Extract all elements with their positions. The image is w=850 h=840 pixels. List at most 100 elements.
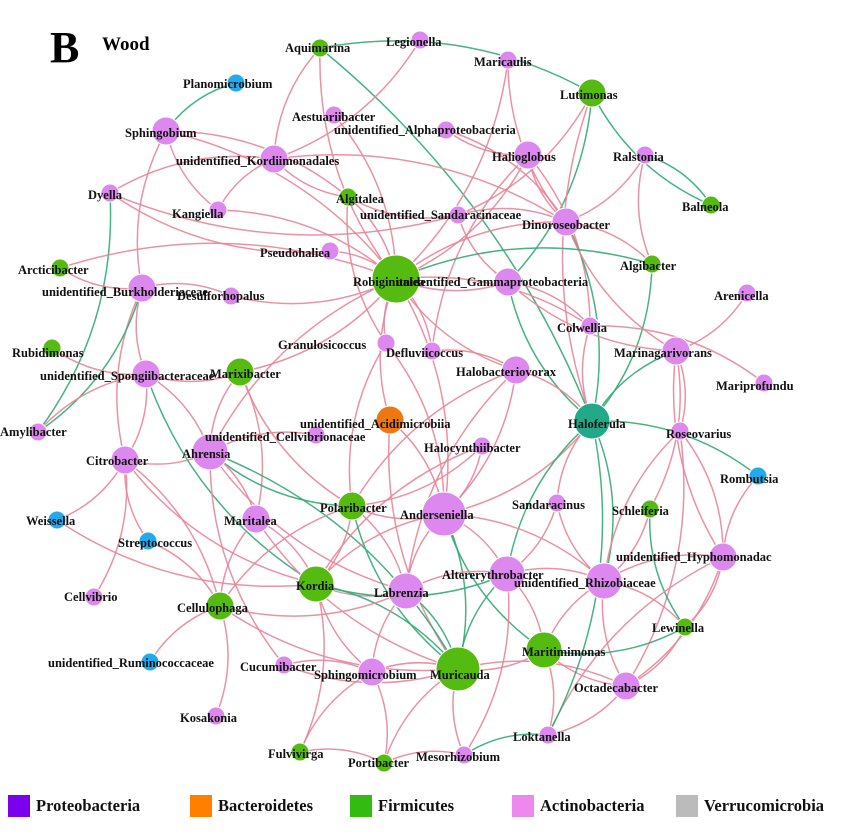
node-marixibacter[interactable]: [225, 357, 255, 387]
node-planomicrobium[interactable]: [226, 73, 246, 93]
node-lewinella[interactable]: [675, 617, 695, 637]
node-label-desulforhopalus: Desulforhopalus: [177, 289, 265, 303]
legend-item-firmicutes: Firmicutes: [350, 792, 454, 820]
edge-halocynthiibacter-polaribacter: [351, 445, 483, 507]
node-anderseniella[interactable]: [421, 491, 467, 537]
node-unid-sandaracinaceae[interactable]: [448, 205, 468, 225]
node-polaribacter[interactable]: [337, 491, 367, 521]
node-unid-hyphomonadac[interactable]: [708, 542, 738, 572]
node-lutimonas[interactable]: [577, 78, 607, 108]
node-label-maritalea: Maritalea: [224, 514, 278, 528]
node-robiginitalea[interactable]: [371, 254, 421, 304]
node-defluviicoccus[interactable]: [422, 341, 442, 361]
node-unid-gammaproteobacteria[interactable]: [493, 267, 523, 297]
edge-unid-alphaproteobacteria-dinoroseobacter: [445, 129, 567, 223]
edge-halioglobus-defluviicoccus: [431, 154, 529, 352]
node-colwellia[interactable]: [580, 316, 600, 336]
node-kordia[interactable]: [297, 565, 335, 603]
node-label-kordia: Kordia: [296, 579, 335, 593]
node-cucumibacter[interactable]: [274, 655, 294, 675]
node-muricauda[interactable]: [435, 646, 481, 692]
node-streptococcus[interactable]: [138, 531, 158, 551]
node-granulosicoccus[interactable]: [376, 333, 396, 353]
node-kosakonia[interactable]: [206, 706, 226, 726]
edge-marixibacter-polaribacter: [239, 371, 353, 507]
node-citrobacter[interactable]: [110, 445, 140, 475]
node-arenicella[interactable]: [737, 283, 757, 303]
node-pseudohaliea[interactable]: [320, 241, 340, 261]
node-maritalea[interactable]: [241, 504, 271, 534]
node-unid-rhizobiaceae[interactable]: [585, 562, 623, 600]
node-sphingobium[interactable]: [151, 116, 181, 146]
edge-citrobacter-cellvibrio: [93, 459, 128, 598]
node-mesorhizobium[interactable]: [454, 745, 474, 765]
node-halobacteriovorax[interactable]: [501, 355, 531, 385]
edge-schleiferia-lewinella: [648, 508, 686, 628]
node-fulvivirga[interactable]: [290, 742, 310, 762]
node-sphingomicrobium[interactable]: [357, 657, 387, 687]
node-label-planomicrobium: Planomicrobium: [183, 77, 273, 91]
node-algitalea[interactable]: [338, 187, 358, 207]
node-algibacter[interactable]: [642, 254, 662, 274]
node-ahrensia[interactable]: [191, 433, 229, 471]
node-labrenzia[interactable]: [387, 572, 425, 610]
node-cellulophaga[interactable]: [205, 591, 235, 621]
node-haloferula[interactable]: [573, 402, 611, 440]
node-label-halobacteriovorax: Halobacteriovorax: [456, 365, 557, 379]
edge-sphingomicrobium-fulvivirga: [299, 671, 373, 753]
node-roseovarius[interactable]: [670, 421, 690, 441]
node-cellvibrio[interactable]: [84, 587, 104, 607]
node-kangiella[interactable]: [208, 200, 228, 220]
node-unid-kordiimonadales[interactable]: [259, 144, 289, 174]
edge-marixibacter-maritalea: [239, 371, 264, 520]
node-balneola[interactable]: [701, 195, 721, 215]
node-schleiferia[interactable]: [640, 499, 660, 519]
node-ralstonia[interactable]: [635, 145, 655, 165]
node-rubidimonas[interactable]: [42, 338, 62, 358]
panel-letter: B: [50, 23, 80, 72]
edge-maritalea-muricauda: [255, 518, 459, 670]
node-altererythrobacter[interactable]: [488, 555, 526, 593]
node-desulforhopalus[interactable]: [221, 286, 241, 306]
node-amylibacter[interactable]: [28, 422, 48, 442]
node-label-streptococcus: Streptococcus: [118, 536, 192, 550]
node-loktanella[interactable]: [538, 725, 558, 745]
node-label-arenicella: Arenicella: [714, 289, 769, 303]
edge-granulosicoccus-polaribacter: [348, 342, 387, 507]
edge-polaribacter-cellulophaga: [219, 505, 353, 607]
node-portibacter[interactable]: [374, 753, 394, 773]
node-unid-spongiibacteraceae[interactable]: [131, 359, 161, 389]
node-unid-acidimicrobiia[interactable]: [375, 405, 405, 435]
node-unid-burkholderiaceae[interactable]: [127, 273, 157, 303]
node-arcticibacter[interactable]: [50, 258, 70, 278]
node-label-cellvibrio: Cellvibrio: [64, 590, 117, 604]
node-rombutsia[interactable]: [748, 466, 768, 486]
node-unid-cellvibrionaceae[interactable]: [306, 425, 326, 445]
node-label-lewinella: Lewinella: [652, 621, 705, 635]
legend-swatch: [676, 795, 698, 817]
node-weissella[interactable]: [47, 510, 67, 530]
edge-aquimarina-robiginitalea: [319, 47, 397, 280]
node-maricaulis[interactable]: [498, 50, 518, 70]
node-dinoroseobacter[interactable]: [551, 207, 581, 237]
node-marinagarivorans[interactable]: [661, 336, 691, 366]
node-mariprofundu[interactable]: [754, 373, 774, 393]
node-sandaracinus[interactable]: [547, 493, 567, 513]
node-halioglobus[interactable]: [513, 140, 543, 170]
node-label-unid-kordiimonadales: unidentified_Kordiimonadales: [176, 154, 339, 168]
node-unid-ruminococcaceae[interactable]: [140, 652, 160, 672]
node-octadecabacter[interactable]: [611, 671, 641, 701]
node-label-cellulophaga: Cellulophaga: [177, 601, 249, 615]
node-halocynthiibacter[interactable]: [472, 436, 492, 456]
node-aestuariibacter[interactable]: [324, 105, 344, 125]
edge-dyella-unid-sandaracinaceae: [109, 192, 459, 236]
node-aquimarina[interactable]: [310, 38, 330, 58]
node-legionella[interactable]: [410, 30, 430, 50]
node-dyella[interactable]: [100, 183, 120, 203]
node-unid-alphaproteobacteria[interactable]: [436, 120, 456, 140]
edge-streptococcus-cellulophaga: [147, 540, 221, 607]
node-maritimimonas[interactable]: [525, 631, 563, 669]
node-label-sphingomicrobium: Sphingomicrobium: [314, 668, 417, 682]
edge-labrenzia-cellulophaga: [219, 590, 407, 617]
edge-cellulophaga-muricauda: [219, 605, 459, 672]
